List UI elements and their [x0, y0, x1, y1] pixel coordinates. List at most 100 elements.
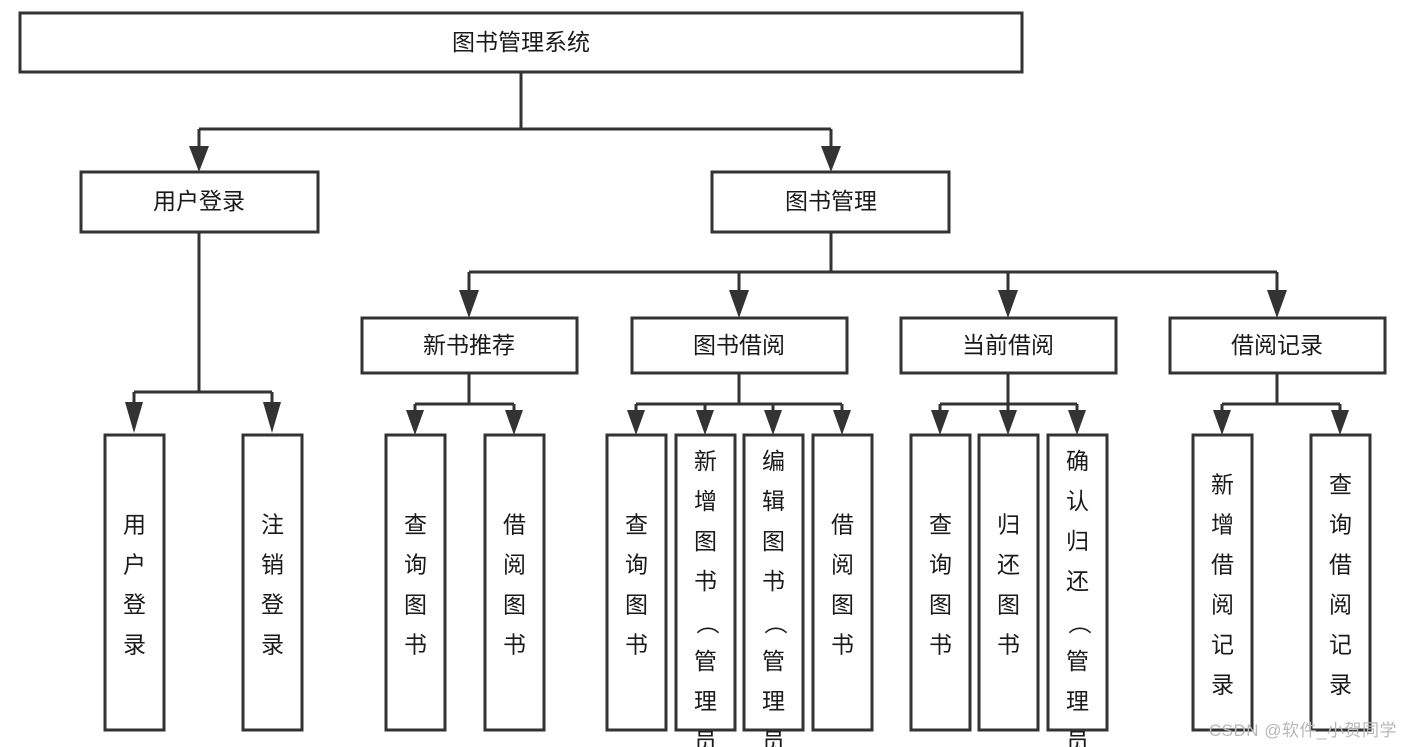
node-user-login[interactable]: 用户登录 [79, 170, 320, 234]
label-char: 书 [694, 568, 717, 594]
node-leaf-confirm-return-box[interactable] [1046, 433, 1109, 732]
node-leaf-borrow-book-1[interactable] [483, 433, 546, 732]
label-char: 询 [929, 552, 952, 578]
arrow-to-book-borrow [729, 290, 749, 318]
node-book-borrow[interactable]: 图书借阅 [630, 316, 849, 375]
node-book-borrow-box[interactable] [630, 316, 849, 375]
label-char: （ [1066, 612, 1092, 635]
label-char: 查 [1329, 472, 1352, 498]
node-leaf-return-book-box[interactable] [977, 433, 1040, 732]
label-char: 销 [261, 552, 284, 578]
label-char: 员 [1066, 728, 1089, 747]
node-current-borrow[interactable]: 当前借阅 [899, 316, 1118, 375]
node-leaf-confirm-return[interactable] [1046, 433, 1109, 732]
node-leaf-query-book-2-box[interactable] [605, 433, 668, 732]
label-char: 录 [123, 632, 146, 658]
label-char: 登 [261, 592, 284, 618]
node-leaf-query-book-3[interactable] [909, 433, 972, 732]
label-char: 户 [123, 552, 146, 578]
node-leaf-query-book-3-box[interactable] [909, 433, 972, 732]
node-borrow-record[interactable]: 借阅记录 [1168, 316, 1387, 375]
node-leaf-user-logout-box[interactable] [241, 433, 304, 732]
node-leaf-add-record[interactable] [1191, 433, 1254, 732]
label-char: 查 [404, 512, 427, 538]
node-leaf-return-book[interactable] [977, 433, 1040, 732]
node-leaf-query-record[interactable] [1309, 433, 1372, 732]
label-char: 管 [694, 648, 717, 674]
node-new-book-recommend[interactable]: 新书推荐 [360, 316, 579, 375]
label-char: 录 [261, 632, 284, 658]
label-char: 书 [762, 568, 785, 594]
node-leaf-edit-book-box[interactable] [742, 433, 805, 732]
node-book-management-box[interactable] [710, 170, 951, 234]
node-book-management[interactable]: 图书管理 [710, 170, 951, 234]
node-leaf-query-book-2[interactable] [605, 433, 668, 732]
label-char: 借 [831, 512, 854, 538]
node-new-book-recommend-label: 新书推荐 [423, 332, 515, 358]
label-char: 借 [1211, 552, 1234, 578]
node-leaf-user-login-box[interactable] [103, 433, 166, 732]
node-leaf-add-book[interactable] [674, 433, 737, 732]
label-char: 记 [1329, 632, 1352, 658]
label-char: 图 [503, 592, 526, 618]
node-root[interactable]: 图书管理系统 [18, 11, 1024, 74]
label-char: 图 [625, 592, 648, 618]
arrow-to-leaf-confirm-return [1068, 410, 1086, 435]
node-leaf-add-book-box[interactable] [674, 433, 737, 732]
node-book-management-label: 图书管理 [785, 188, 877, 214]
arrow-to-leaf-user-login [125, 402, 143, 433]
label-char: 图 [404, 592, 427, 618]
node-book-borrow-label: 图书借阅 [693, 332, 785, 358]
label-char: 录 [1329, 672, 1352, 698]
node-root-label: 图书管理系统 [452, 29, 590, 55]
node-leaf-borrow-book-2-box[interactable] [811, 433, 874, 732]
label-char: 询 [404, 552, 427, 578]
arrow-to-leaf-borrow-book-2 [833, 410, 851, 435]
node-leaf-query-book-1[interactable] [384, 433, 447, 732]
label-char: 增 [694, 488, 717, 514]
label-char: 记 [1211, 632, 1234, 658]
node-new-book-recommend-box[interactable] [360, 316, 579, 375]
arrow-root-to-user-login [189, 146, 209, 172]
node-user-login-box[interactable] [79, 170, 320, 234]
node-leaf-edit-book[interactable] [742, 433, 805, 732]
arrow-to-current-borrow [998, 290, 1018, 318]
label-char: 图 [929, 592, 952, 618]
label-char: 注 [261, 512, 284, 538]
node-leaf-user-logout[interactable] [241, 433, 304, 732]
node-current-borrow-box[interactable] [899, 316, 1118, 375]
node-leaf-user-login[interactable] [103, 433, 166, 732]
label-char: 书 [404, 632, 427, 658]
label-char: 阅 [1211, 592, 1234, 618]
label-char: 用 [123, 512, 146, 538]
label-char: 员 [762, 728, 785, 747]
arrow-to-leaf-query-record [1331, 410, 1349, 435]
node-leaf-query-book-1-box[interactable] [384, 433, 447, 732]
label-char: 还 [997, 552, 1020, 578]
label-char: 阅 [831, 552, 854, 578]
node-root-box[interactable] [18, 11, 1024, 74]
label-char: 理 [1066, 688, 1089, 714]
label-char: 编 [762, 448, 785, 474]
label-char: 询 [625, 552, 648, 578]
arrow-to-leaf-user-logout [263, 402, 281, 433]
node-leaf-borrow-book-1-box[interactable] [483, 433, 546, 732]
node-leaf-query-record-box[interactable] [1309, 433, 1372, 732]
node-leaf-add-record-box[interactable] [1191, 433, 1254, 732]
arrow-to-leaf-query-book-1 [406, 410, 424, 435]
connector-group-borrow-record [1213, 373, 1349, 435]
node-leaf-borrow-book-2[interactable] [811, 433, 874, 732]
label-char: 阅 [1329, 592, 1352, 618]
node-borrow-record-box[interactable] [1168, 316, 1387, 375]
label-char: 借 [503, 512, 526, 538]
connector-group-user-login [125, 232, 281, 433]
